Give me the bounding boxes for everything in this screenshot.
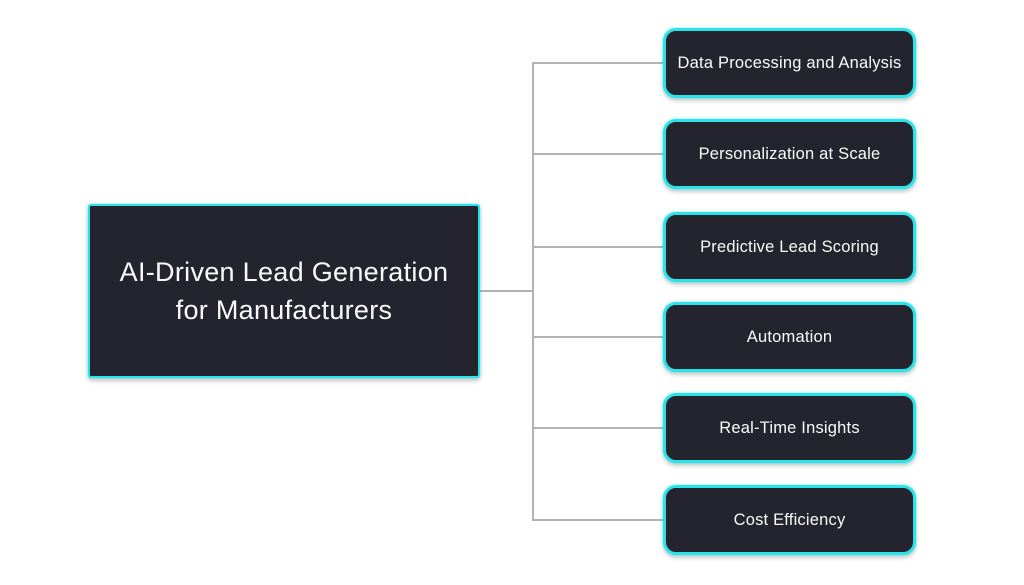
connector-branch-data-processing [533, 62, 663, 64]
connector-trunk [532, 62, 534, 521]
child-node-automation[interactable]: Automation [663, 302, 916, 372]
child-node-cost-efficiency[interactable]: Cost Efficiency [663, 485, 916, 555]
child-node-real-time-insights[interactable]: Real-Time Insights [663, 393, 916, 463]
child-node-label: Real-Time Insights [719, 418, 860, 437]
child-node-label: Automation [746, 327, 833, 346]
child-node-label: Predictive Lead Scoring [700, 237, 879, 256]
connector-root-branch [480, 290, 533, 292]
connector-branch-predictive-scoring [533, 246, 663, 248]
child-node-personalization[interactable]: Personalization at Scale [663, 119, 916, 189]
child-node-predictive-scoring[interactable]: Predictive Lead Scoring [663, 212, 916, 282]
connector-branch-automation [533, 336, 663, 338]
child-node-label: Cost Efficiency [733, 510, 846, 529]
child-node-label: Data Processing and Analysis [677, 53, 902, 72]
child-node-data-processing[interactable]: Data Processing and Analysis [663, 28, 916, 98]
connector-branch-cost-efficiency [533, 519, 663, 521]
connector-branch-personalization [533, 153, 663, 155]
root-node-label-line2: for Manufacturers [175, 295, 393, 325]
connector-branch-real-time-insights [533, 427, 663, 429]
child-node-label: Personalization at Scale [698, 144, 881, 163]
root-node-label-line1: AI-Driven Lead Generation [119, 257, 449, 287]
root-node-ai-driven-lead-generation[interactable]: AI-Driven Lead Generation for Manufactur… [88, 204, 480, 378]
